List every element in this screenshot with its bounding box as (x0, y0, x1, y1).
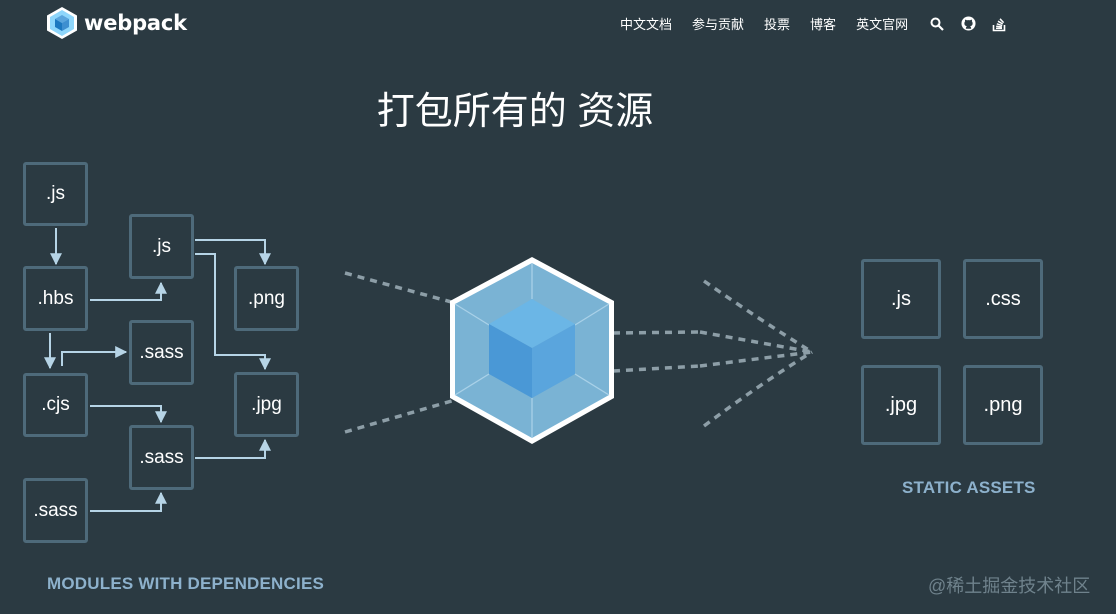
flow-dotted-lines (344, 271, 813, 434)
webpack-cube-icon (47, 7, 77, 39)
static-assets-label: STATIC ASSETS (902, 478, 1036, 497)
github-icon[interactable] (959, 15, 977, 33)
asset-box: .png (963, 365, 1043, 445)
asset-box: .js (861, 259, 941, 339)
nav-item-blog[interactable]: 博客 (810, 17, 837, 32)
asset-box: .jpg (861, 365, 941, 445)
module-box: .hbs (23, 266, 88, 331)
webpack-central-cube (450, 257, 614, 444)
module-box: .cjs (23, 373, 88, 437)
module-box: .sass (129, 425, 194, 490)
dependency-arrows (44, 228, 271, 512)
module-box: .sass (129, 320, 194, 385)
stack-overflow-icon[interactable] (990, 15, 1008, 33)
module-box: .jpg (234, 372, 299, 437)
module-box: .js (23, 162, 88, 226)
module-box: .png (234, 266, 299, 331)
nav-item-chinese-docs[interactable]: 中文文档 (620, 17, 673, 32)
webpack-logo[interactable]: webpack (46, 6, 187, 40)
module-box: .sass (23, 478, 88, 543)
modules-label: MODULES WITH DEPENDENCIES (47, 574, 325, 593)
top-header: webpack 中文文档 参与贡献 投票 博客 英文官网 (0, 0, 1116, 46)
search-icon[interactable] (928, 15, 946, 33)
main-nav: 中文文档 参与贡献 投票 博客 英文官网 (620, 14, 1021, 33)
nav-item-english-site[interactable]: 英文官网 (856, 17, 909, 32)
module-box: .js (129, 214, 194, 279)
watermark: @稀土掘金技术社区 (928, 576, 1091, 596)
hero-title: 打包所有的 资源 (376, 91, 654, 133)
nav-item-contribute[interactable]: 参与贡献 (692, 17, 745, 32)
asset-box: .css (963, 259, 1043, 339)
nav-item-vote[interactable]: 投票 (764, 17, 791, 32)
brand-name: webpack (84, 11, 187, 35)
